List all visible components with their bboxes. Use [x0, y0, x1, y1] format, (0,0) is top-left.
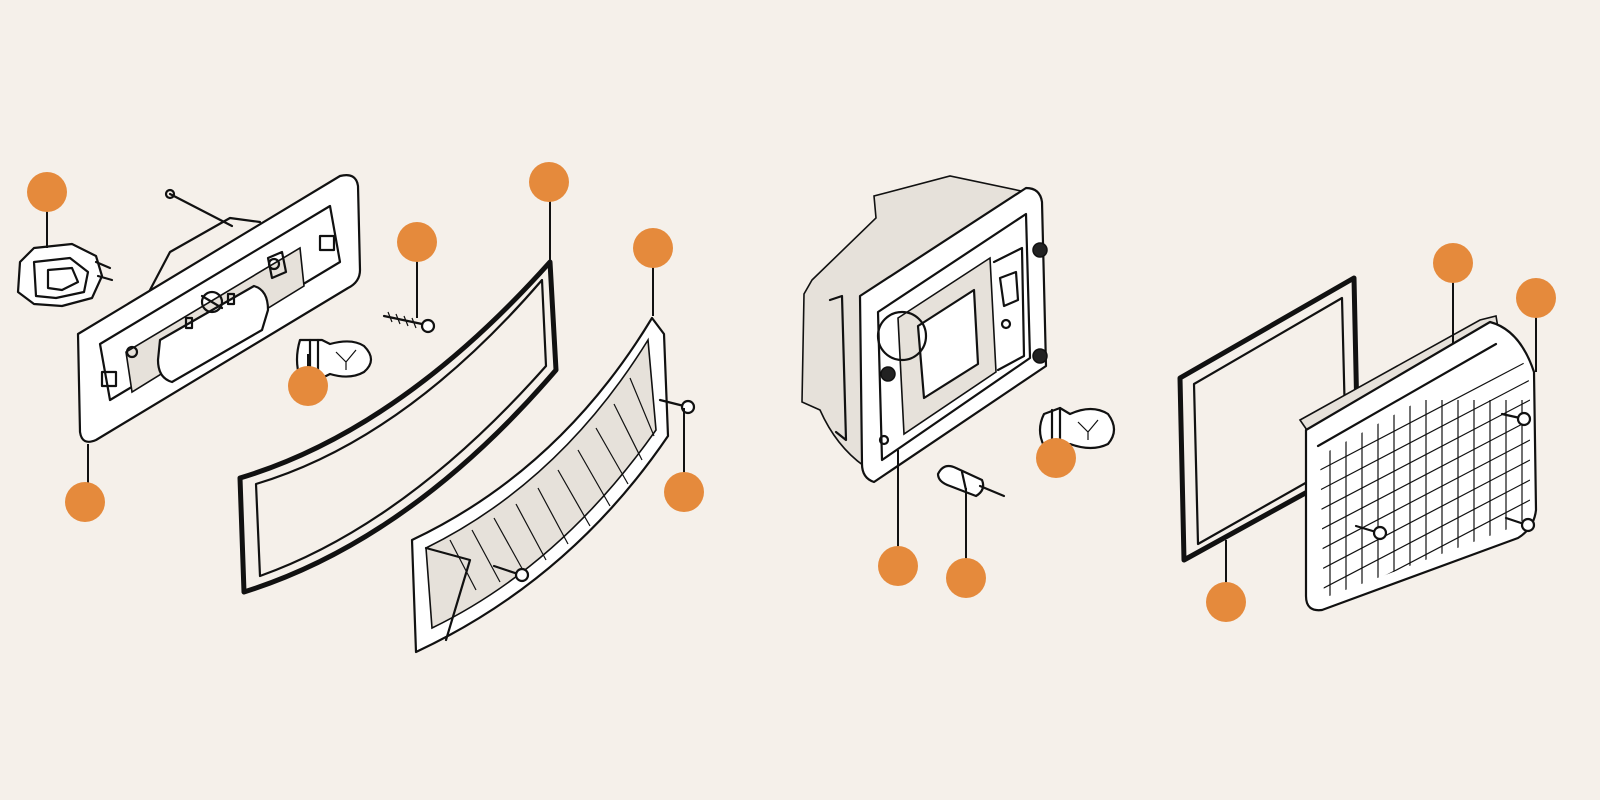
wire-connector [936, 464, 1006, 498]
housing-wire [164, 188, 234, 228]
lens-screw [658, 398, 696, 415]
callout-marker [664, 472, 704, 512]
callout-marker [288, 366, 328, 406]
housing-screw [382, 311, 436, 334]
callout-marker [397, 222, 437, 262]
grid-lens-screw [1354, 524, 1388, 541]
callout-markers [27, 162, 1556, 622]
lens-gasket [237, 259, 559, 595]
callout-marker [633, 228, 673, 268]
callout-marker [1433, 243, 1473, 283]
grid-lens-screw [1500, 411, 1532, 427]
callout-marker [529, 162, 569, 202]
callout-marker [878, 546, 918, 586]
grid-lens-screw [1504, 516, 1536, 533]
lens-screw [492, 564, 530, 583]
side-light-housing [801, 175, 1048, 484]
callout-marker [27, 172, 67, 212]
callout-marker [946, 558, 986, 598]
indicator-lens [410, 316, 670, 654]
lens-ribs [449, 377, 655, 591]
bulb-socket-clip [16, 242, 114, 308]
indicator-housing [76, 174, 362, 443]
callout-marker [65, 482, 105, 522]
grid-lens [1298, 315, 1538, 612]
callout-marker [1206, 582, 1246, 622]
callout-marker [1036, 438, 1076, 478]
callout-marker [1516, 278, 1556, 318]
